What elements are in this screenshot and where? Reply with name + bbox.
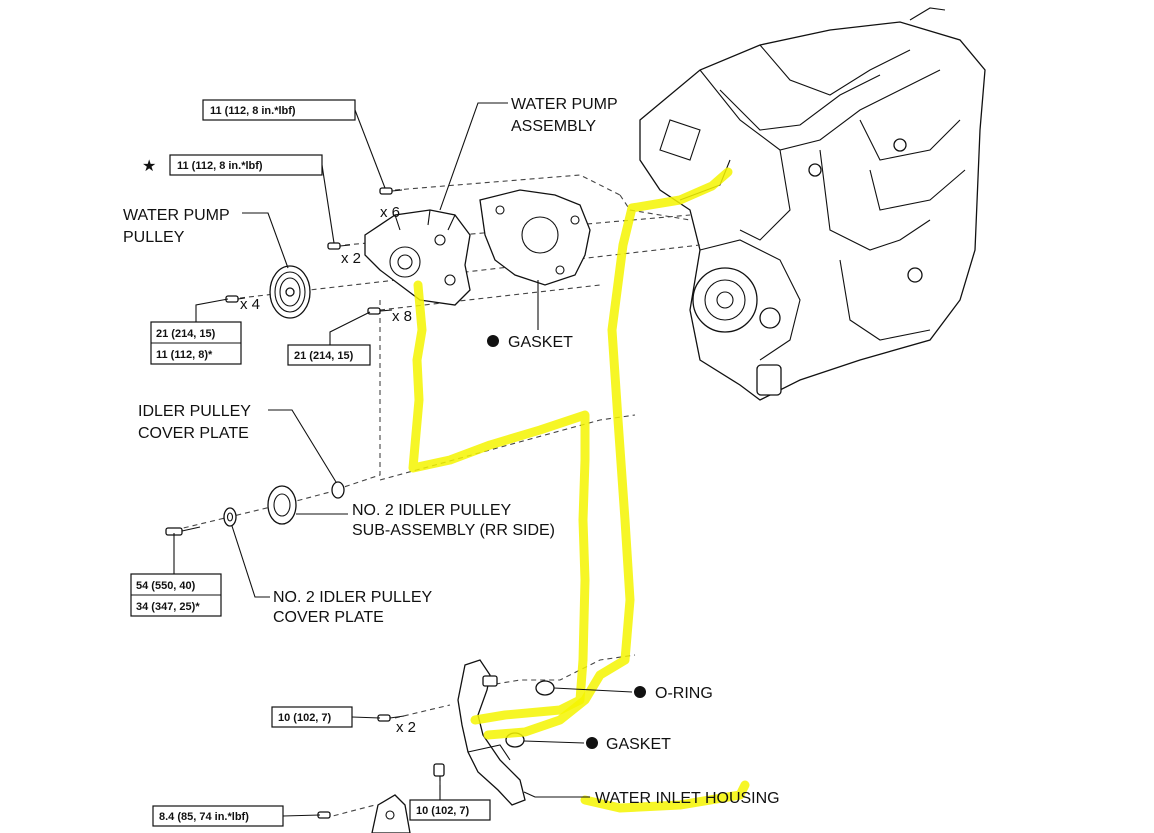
water-pump-assembly-part <box>364 209 471 306</box>
qty-x6: x 6 <box>380 204 400 221</box>
svg-text:WATER PUMP: WATER PUMP <box>511 96 618 113</box>
svg-text:ASSEMBLY: ASSEMBLY <box>511 118 596 135</box>
bolt-x8 <box>367 307 393 315</box>
qty-x4: x 4 <box>240 296 260 313</box>
torque-spec-t7: 10 (102, 7) <box>409 776 491 821</box>
idler-pulley-parts <box>223 481 345 527</box>
svg-text:10 (102, 7): 10 (102, 7) <box>416 805 470 817</box>
svg-text:11 (112, 8)*: 11 (112, 8)* <box>156 349 213 361</box>
torque-spec-t2: ★ 11 (112, 8 in.*lbf) <box>142 154 335 244</box>
dot-icon <box>487 335 499 347</box>
label-gasket-lower: GASKET <box>523 736 671 753</box>
svg-text:O-RING: O-RING <box>655 685 713 702</box>
svg-text:NO. 2 IDLER PULLEY: NO. 2 IDLER PULLEY <box>273 589 433 606</box>
label-no2-idler-cover-plate: NO. 2 IDLER PULLEY COVER PLATE <box>231 525 433 626</box>
label-gasket-upper: GASKET <box>487 280 573 351</box>
svg-text:SUB-ASSEMBLY (RR SIDE): SUB-ASSEMBLY (RR SIDE) <box>352 522 555 539</box>
label-idler-cover-plate: IDLER PULLEY COVER PLATE <box>138 403 337 483</box>
torque-spec-t5: 54 (550, 40) 34 (347, 25)* <box>130 533 222 617</box>
torque-spec-t6: 10 (102, 7) <box>271 706 381 728</box>
label-water-pump-assembly: WATER PUMP ASSEMBLY <box>439 96 618 211</box>
torque-spec-t1: 11 (112, 8 in.*lbf) <box>202 99 386 189</box>
dot-icon <box>634 686 646 698</box>
svg-text:NO. 2 IDLER PULLEY: NO. 2 IDLER PULLEY <box>352 502 512 519</box>
svg-text:11 (112, 8 in.*lbf): 11 (112, 8 in.*lbf) <box>177 160 263 172</box>
svg-text:WATER INLET HOUSING: WATER INLET HOUSING <box>595 790 780 807</box>
idler-cover-plate-washer <box>331 481 345 499</box>
highlight-underline <box>580 780 750 813</box>
label-o-ring: O-RING <box>553 685 713 702</box>
bolt-idler <box>165 526 201 536</box>
svg-text:PULLEY: PULLEY <box>123 229 185 246</box>
bolt-x2-upper <box>327 242 351 250</box>
highlight-marks <box>408 167 750 813</box>
bolt-x2-lower <box>377 714 405 722</box>
torque-spec-t3: 21 (214, 15) 11 (112, 8)* <box>150 298 242 365</box>
dot-icon <box>586 737 598 749</box>
star-icon: ★ <box>142 158 156 175</box>
label-water-inlet-housing: WATER INLET HOUSING <box>523 790 780 807</box>
no2-idler-pulley <box>267 485 297 525</box>
svg-text:11 (112, 8 in.*lbf): 11 (112, 8 in.*lbf) <box>210 105 296 117</box>
qty-x8: x 8 <box>392 308 412 325</box>
svg-text:COVER PLATE: COVER PLATE <box>273 609 384 626</box>
torque-spec-t8: 8.4 (85, 74 in.*lbf) <box>152 805 321 827</box>
svg-text:54 (550, 40): 54 (550, 40) <box>136 580 196 592</box>
upper-gasket-part <box>479 189 591 286</box>
qty-x2-upper: x 2 <box>341 250 361 267</box>
svg-text:GASKET: GASKET <box>508 334 573 351</box>
svg-text:10 (102, 7): 10 (102, 7) <box>278 712 332 724</box>
svg-text:GASKET: GASKET <box>606 736 671 753</box>
highlight-route-2 <box>483 167 733 740</box>
svg-text:21 (214, 15): 21 (214, 15) <box>156 328 216 340</box>
o-ring-part <box>535 680 555 696</box>
label-water-pump-pulley: WATER PUMP PULLEY <box>123 207 289 269</box>
qty-x2-lower: x 2 <box>396 719 416 736</box>
no2-idler-cover-plate <box>223 507 237 527</box>
svg-text:COVER PLATE: COVER PLATE <box>138 425 249 442</box>
engine-illustration <box>639 7 986 401</box>
svg-text:8.4 (85, 74 in.*lbf): 8.4 (85, 74 in.*lbf) <box>159 811 249 823</box>
svg-text:21 (214, 15): 21 (214, 15) <box>294 350 354 362</box>
bolt-x6 <box>379 187 403 195</box>
bolt-housing <box>433 763 445 777</box>
bottom-bracket <box>371 794 411 833</box>
label-no2-idler-subassy: NO. 2 IDLER PULLEY SUB-ASSEMBLY (RR SIDE… <box>296 502 555 539</box>
svg-text:WATER PUMP: WATER PUMP <box>123 207 230 224</box>
water-pump-pulley-part <box>269 265 311 319</box>
svg-text:IDLER PULLEY: IDLER PULLEY <box>138 403 251 420</box>
svg-text:34 (347, 25)*: 34 (347, 25)* <box>136 601 200 613</box>
torque-spec-t4: 21 (214, 15) <box>287 311 371 366</box>
